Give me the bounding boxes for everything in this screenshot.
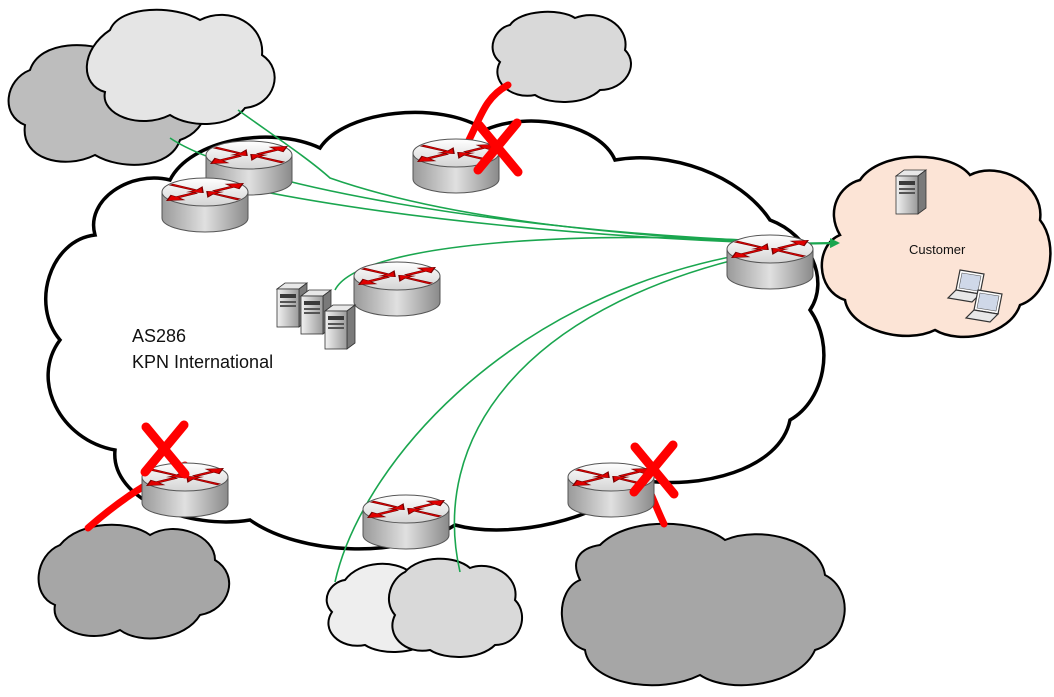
customer-cloud bbox=[820, 155, 1052, 339]
route-bottom-cloud-b bbox=[453, 255, 751, 573]
router-center bbox=[353, 261, 441, 317]
peer-cloud-top bbox=[491, 10, 632, 103]
route-bottom-cloud-a bbox=[334, 254, 741, 583]
server-icon bbox=[895, 169, 927, 215]
router-topleft-lower bbox=[161, 177, 249, 233]
router-edge-customer bbox=[726, 234, 814, 290]
peer-cloud-bottom-front bbox=[388, 557, 524, 658]
peer-cloud-topleft-front bbox=[85, 8, 276, 125]
route-router-left bbox=[244, 187, 766, 244]
router-bottom bbox=[362, 494, 450, 550]
as-number-label: AS286 bbox=[132, 326, 186, 346]
customer-label: Customer bbox=[909, 242, 966, 257]
laptop-icon bbox=[964, 289, 1003, 323]
peer-cloud-bottomright bbox=[560, 522, 846, 687]
peer-cloud-bottomleft bbox=[37, 523, 231, 640]
server-icon bbox=[324, 304, 356, 350]
as-name-label: KPN International bbox=[132, 352, 273, 372]
